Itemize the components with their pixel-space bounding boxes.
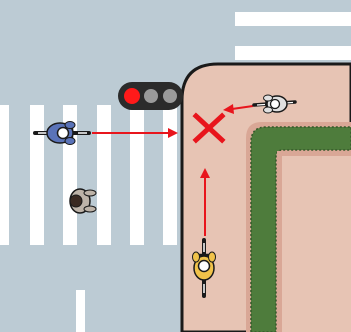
lane-marking-bottom (76, 290, 85, 332)
movement-arrows (92, 104, 254, 236)
arrow-right-cyclist-head (223, 104, 234, 114)
crosswalk-stripe (163, 105, 177, 245)
signal-light-red (124, 88, 140, 104)
crosswalk-stripe (0, 105, 9, 245)
helmet-icon (56, 126, 70, 140)
helmet-icon (197, 259, 211, 273)
crosswalk-stripe (97, 105, 111, 245)
head-icon (69, 194, 83, 208)
cyclist-right (252, 94, 297, 114)
x-mark-icon (192, 112, 226, 144)
pedestrian-crosswalk (69, 188, 97, 214)
cyclist-bottom (192, 238, 216, 298)
lane-marking-top-1 (235, 12, 351, 26)
lane-marking-top-2 (235, 46, 351, 60)
signal-light-yellow (144, 89, 158, 103)
cyclist-left (33, 121, 91, 145)
arrow-right-cyclist (231, 105, 254, 110)
arrow-bottom-cyclist-head (200, 168, 210, 178)
hedge (250, 126, 351, 332)
signal-light-green (163, 89, 177, 103)
crosswalk-stripe (30, 105, 44, 245)
arrow-left-cyclist-head (168, 128, 178, 138)
planter-inner-fill (282, 156, 351, 332)
helmet-icon (269, 98, 281, 110)
crosswalk-stripe (130, 105, 144, 245)
traffic-signal (118, 82, 183, 110)
